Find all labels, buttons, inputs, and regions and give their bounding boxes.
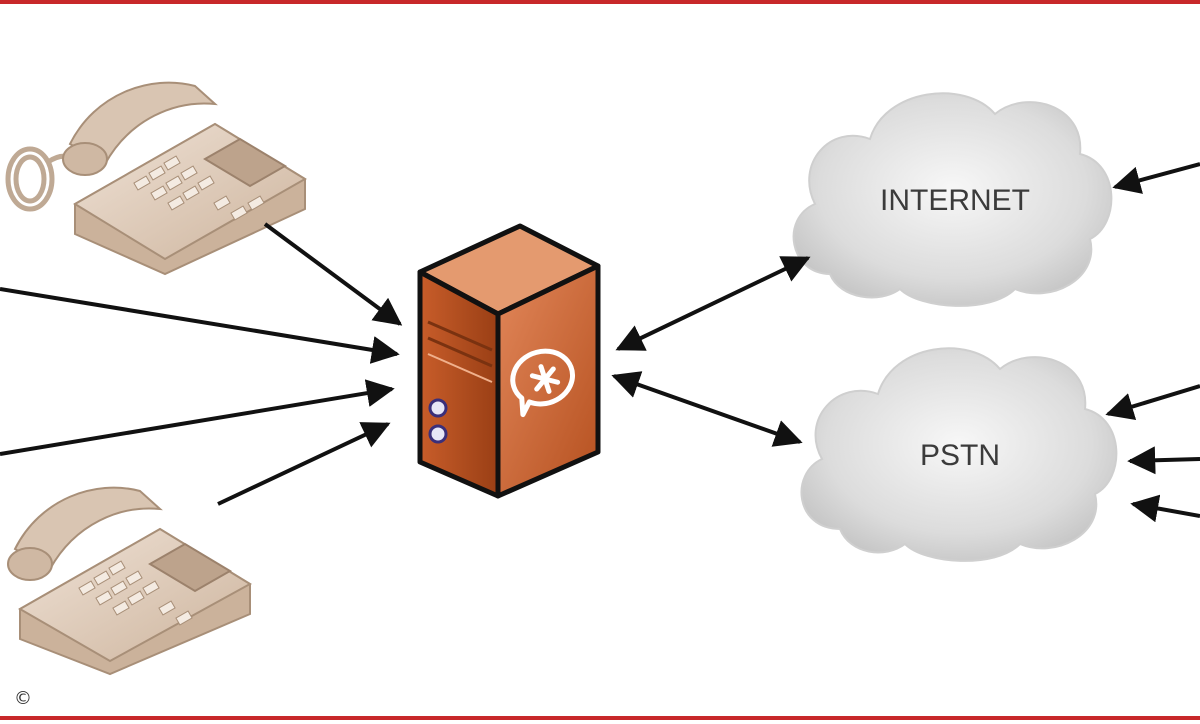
arrow-server-internet (615, 256, 811, 351)
arrow-into-pstn-3 (1130, 494, 1200, 523)
copyright-mark: © (14, 688, 32, 709)
pbx-network-diagram: INTERNET PSTN (0, 81, 1200, 676)
cloud-icon: PSTN (800, 347, 1118, 562)
arrow-line-to-server-2 (0, 379, 395, 456)
arrow-into-pstn-2 (1127, 446, 1200, 475)
internet-label: INTERNET (880, 184, 1030, 217)
arrow-top-phone-to-server (263, 222, 403, 326)
asterisk-logo-icon (510, 348, 576, 418)
connection-arrows (0, 162, 1200, 523)
arrow-bottom-phone-to-server (217, 422, 391, 506)
asterisk-server-icon (417, 223, 601, 499)
desk-phone-icon (7, 486, 252, 676)
arrow-into-internet (1112, 162, 1200, 194)
arrow-server-pstn (611, 371, 803, 447)
pstn-label: PSTN (920, 439, 1000, 472)
cloud-icon: INTERNET (792, 92, 1113, 307)
arrow-into-pstn-1 (1105, 384, 1200, 421)
desk-phone-icon (5, 81, 307, 276)
arrow-line-to-server-1 (0, 287, 400, 364)
